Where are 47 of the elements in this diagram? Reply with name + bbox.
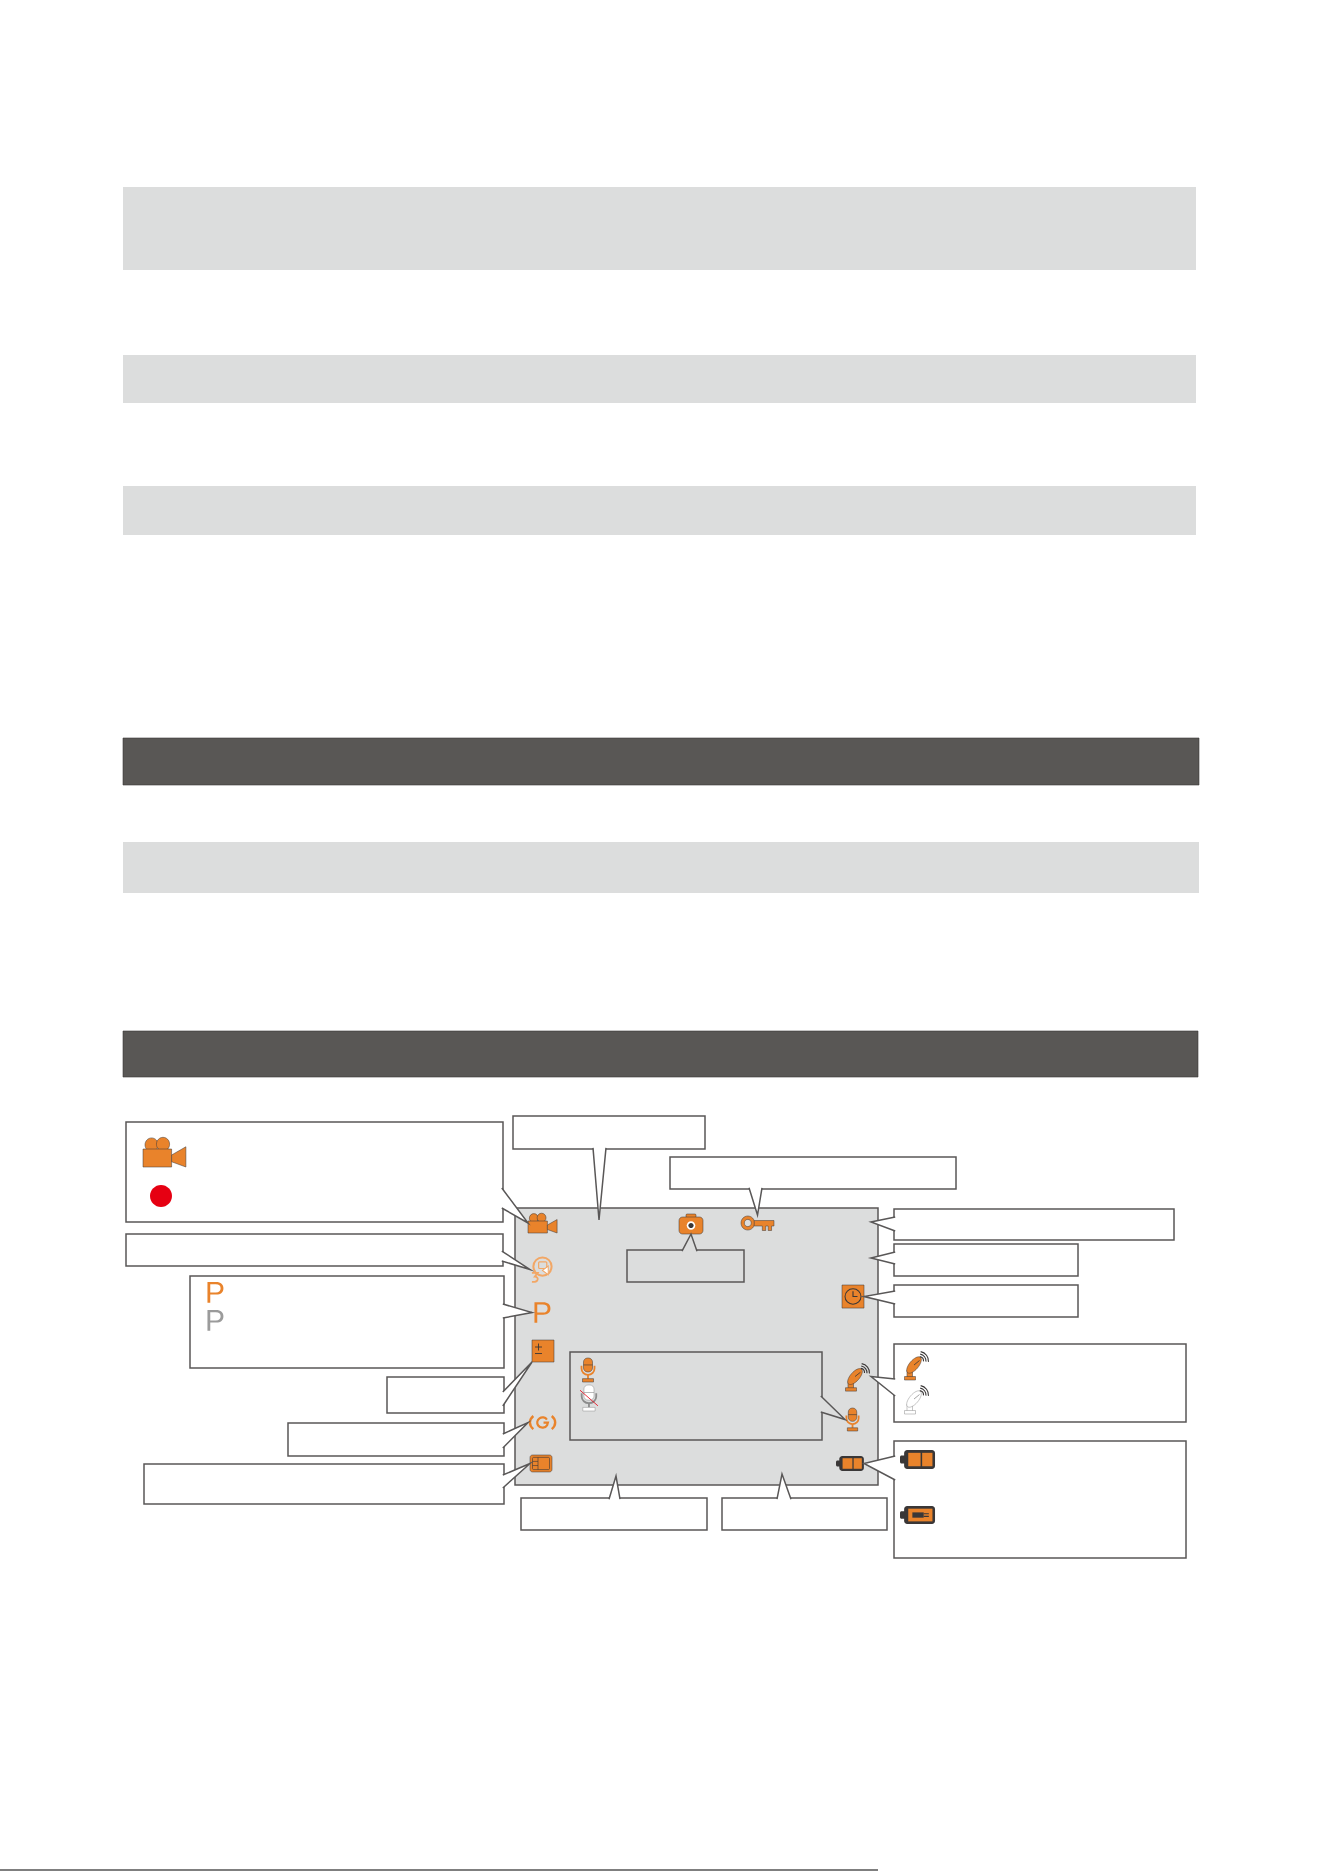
callout-pointer bbox=[501, 1187, 531, 1226]
heading-band bbox=[122, 737, 1200, 786]
callout-box bbox=[893, 1243, 1079, 1277]
heading-band bbox=[123, 486, 1196, 535]
battery-icon bbox=[836, 1456, 864, 1471]
callout-box bbox=[893, 1440, 1187, 1559]
callout-pointer bbox=[868, 1216, 896, 1232]
callout-box bbox=[569, 1351, 823, 1441]
callout-pointer bbox=[860, 1290, 896, 1305]
callout-box: P P bbox=[189, 1275, 505, 1369]
self-timer-icon bbox=[531, 1256, 553, 1283]
callout-box bbox=[520, 1497, 708, 1531]
heading-band bbox=[122, 1030, 1199, 1078]
callout-pointer bbox=[861, 1455, 896, 1481]
microphone-icon bbox=[845, 1407, 860, 1432]
callout-box bbox=[893, 1343, 1187, 1423]
callout-pointer bbox=[502, 1361, 533, 1407]
callout-pointer bbox=[501, 1250, 535, 1272]
callout-box bbox=[669, 1156, 957, 1190]
callout-box bbox=[893, 1284, 1079, 1318]
callout-pointer bbox=[502, 1461, 534, 1489]
callout-box bbox=[512, 1115, 706, 1150]
callout-pointer bbox=[608, 1472, 621, 1500]
plus-minus-icon bbox=[531, 1339, 555, 1363]
callout-pointer bbox=[820, 1395, 848, 1422]
memory-card-icon bbox=[529, 1454, 553, 1473]
callout-pointer bbox=[502, 1420, 532, 1449]
callout-box bbox=[893, 1208, 1175, 1241]
key-icon bbox=[740, 1215, 775, 1231]
clock-icon bbox=[841, 1284, 865, 1309]
mode-letter: P bbox=[534, 1302, 551, 1323]
callout-pointer bbox=[776, 1471, 792, 1500]
callout-pointer bbox=[748, 1187, 763, 1219]
camera-icon bbox=[678, 1213, 704, 1235]
callout-pointer bbox=[681, 1232, 698, 1252]
callout-box bbox=[125, 1121, 504, 1223]
callout-pointer bbox=[502, 1303, 536, 1319]
callout-pointer bbox=[867, 1251, 896, 1265]
g-mark-icon bbox=[528, 1415, 557, 1430]
heading-band bbox=[123, 355, 1196, 403]
dish-antenna-icon bbox=[845, 1363, 871, 1392]
callout-box bbox=[721, 1497, 888, 1531]
heading-band bbox=[123, 842, 1199, 893]
callout-pointer bbox=[592, 1147, 607, 1221]
callout-pointer bbox=[868, 1375, 896, 1397]
movie-camera-icon bbox=[527, 1212, 558, 1234]
heading-band bbox=[123, 187, 1196, 270]
